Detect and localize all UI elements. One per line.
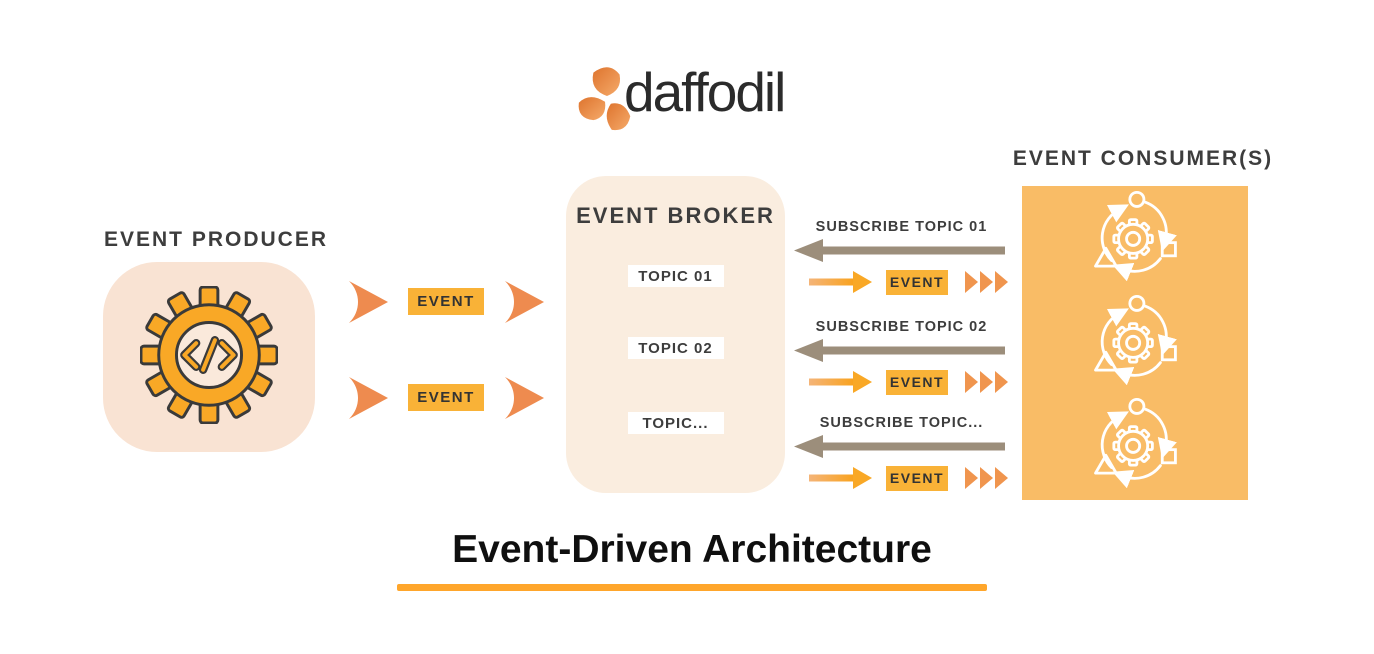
logo: daffodil bbox=[574, 54, 786, 139]
producer-title: EVENT PRODUCER bbox=[103, 228, 329, 251]
event-arrow-right-icon bbox=[809, 467, 872, 489]
subscription-group: SUBSCRIBE TOPIC 01 EVENT bbox=[793, 219, 1010, 295]
event-badge: EVENT bbox=[886, 369, 948, 395]
daffodil-petals-icon bbox=[574, 54, 638, 139]
chevron-arrow-icon bbox=[347, 375, 389, 426]
triple-chevron-icon bbox=[965, 467, 1008, 489]
subscribe-label: SUBSCRIBE TOPIC 02 bbox=[815, 319, 988, 335]
chevron-arrow-icon bbox=[347, 279, 389, 330]
event-consumers-box bbox=[1022, 186, 1248, 500]
process-cycle-gear-icon bbox=[1088, 397, 1182, 496]
event-arrow-right-icon bbox=[809, 271, 872, 293]
chevron-arrow-icon bbox=[503, 279, 545, 330]
gear-code-icon bbox=[139, 285, 279, 429]
subscribe-label: SUBSCRIBE TOPIC 01 bbox=[815, 219, 988, 235]
title-underline bbox=[397, 584, 987, 591]
broker-title: EVENT BROKER bbox=[576, 203, 775, 228]
topic-item: TOPIC... bbox=[627, 412, 724, 434]
subscription-group: SUBSCRIBE TOPIC 02 EVENT bbox=[793, 319, 1010, 395]
logo-text: daffodil bbox=[624, 61, 786, 123]
event-producer-box bbox=[103, 262, 315, 452]
triple-chevron-icon bbox=[965, 271, 1008, 293]
subscribe-arrow-left-icon bbox=[794, 239, 1005, 262]
topic-item: TOPIC 02 bbox=[627, 337, 724, 359]
chevron-arrow-icon bbox=[503, 375, 545, 426]
subscription-group: SUBSCRIBE TOPIC... EVENT bbox=[793, 415, 1010, 491]
event-badge: EVENT bbox=[886, 269, 948, 295]
process-cycle-gear-icon bbox=[1088, 190, 1182, 289]
consumers-title: EVENT CONSUMER(S) bbox=[1012, 147, 1274, 170]
event-arrow-right-icon bbox=[809, 371, 872, 393]
event-badge: EVENT bbox=[408, 384, 484, 411]
page-title: Event-Driven Architecture bbox=[452, 528, 932, 571]
subscribe-arrow-left-icon bbox=[794, 339, 1005, 362]
event-badge: EVENT bbox=[886, 465, 948, 491]
subscribe-arrow-left-icon bbox=[794, 435, 1005, 458]
event-broker-box: EVENT BROKER TOPIC 01 TOPIC 02 TOPIC... bbox=[566, 176, 785, 493]
topic-item: TOPIC 01 bbox=[627, 265, 724, 287]
process-cycle-gear-icon bbox=[1088, 294, 1182, 393]
triple-chevron-icon bbox=[965, 371, 1008, 393]
footer: Event-Driven Architecture bbox=[392, 529, 992, 591]
subscribe-label: SUBSCRIBE TOPIC... bbox=[819, 415, 984, 431]
event-badge: EVENT bbox=[408, 288, 484, 315]
